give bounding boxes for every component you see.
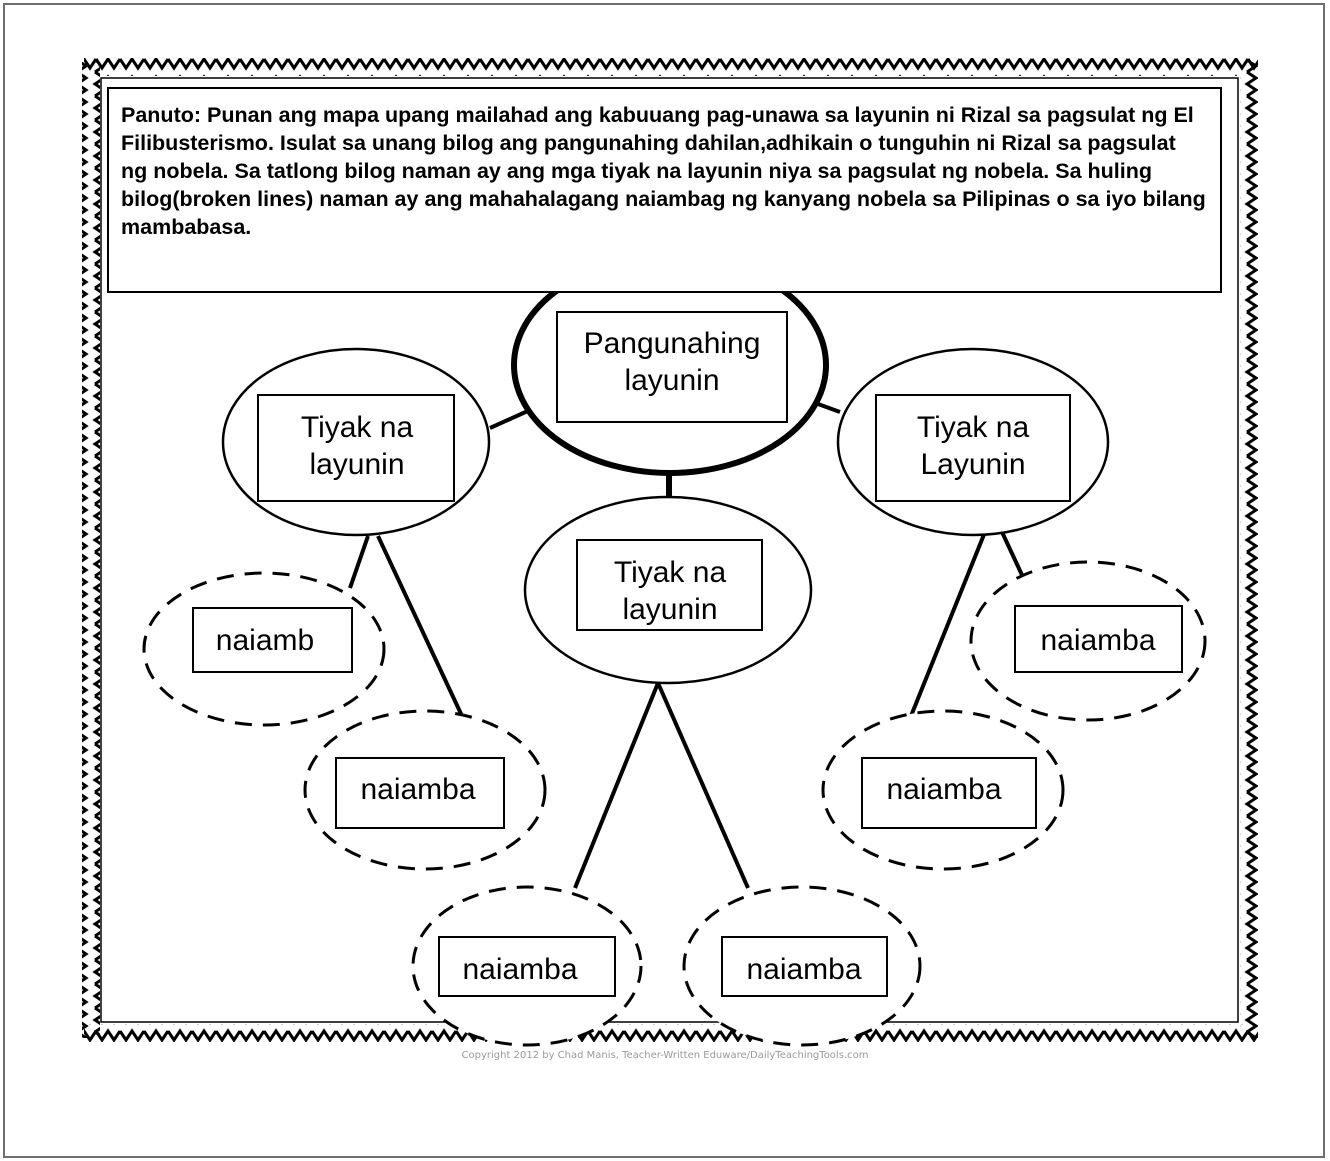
center-objective-label-line1: Tiyak na [614, 556, 727, 589]
connector-left-leftbottom [376, 535, 464, 717]
contribution-box-center-right[interactable] [721, 936, 888, 997]
contribution-label-left-top: naiamb [216, 624, 314, 657]
connector-main-right [817, 402, 841, 414]
main-objective-box[interactable] [556, 311, 788, 423]
center-objective-box[interactable] [576, 539, 763, 631]
contribution-box-right-top[interactable] [1014, 605, 1183, 673]
connector-center-centerleft [573, 682, 660, 889]
connector-main-left [489, 408, 531, 430]
border-zigzag-right [1240, 62, 1258, 1038]
contribution-box-right-bottom[interactable] [861, 757, 1037, 829]
border-zigzag-left [82, 62, 100, 1038]
contribution-label-right-top: naiamba [1040, 624, 1155, 657]
center-objective-label-line2: layunin [622, 593, 717, 626]
border-zigzag-top [84, 58, 1258, 76]
contribution-label-right-bottom: naiamba [886, 773, 1001, 806]
decorative-border [82, 58, 1258, 1042]
contribution-label-left-bottom: naiamba [360, 773, 475, 806]
border-inner-line [100, 77, 1239, 1023]
connector-right-rightbottom [909, 531, 987, 717]
connector-left-lefttop [348, 535, 370, 589]
main-objective-label-line2: layunin [624, 364, 719, 397]
connector-right-righttop [1000, 531, 1024, 576]
page-frame [3, 3, 1325, 1158]
instructions-text: Panuto: Punan ang mapa upang mailahad an… [121, 103, 1206, 239]
border-zigzag-bottom [84, 1024, 1258, 1042]
left-objective-box[interactable] [257, 394, 455, 502]
copyright-footer: Copyright 2012 by Chad Manis, Teacher-Wr… [461, 1050, 869, 1061]
contribution-box-left-top[interactable] [192, 607, 353, 673]
left-objective-label-line2: layunin [309, 448, 404, 481]
right-objective-box[interactable] [875, 394, 1071, 502]
contribution-label-center-left: naiamba [462, 953, 577, 986]
right-objective-label-line1: Tiyak na [917, 411, 1030, 444]
contribution-box-center-left[interactable] [438, 936, 616, 997]
connectors [348, 402, 1024, 889]
instructions-box: Panuto: Punan ang mapa upang mailahad an… [107, 87, 1222, 293]
contribution-label-center-right: naiamba [746, 953, 861, 986]
right-objective-label-line2: Layunin [920, 448, 1025, 481]
connector-center-centerright [656, 682, 750, 889]
contribution-box-left-bottom[interactable] [335, 757, 505, 829]
main-objective-label-line1: Pangunahing [584, 327, 761, 360]
label-boxes[interactable] [192, 311, 1183, 997]
left-objective-label-line1: Tiyak na [301, 411, 414, 444]
